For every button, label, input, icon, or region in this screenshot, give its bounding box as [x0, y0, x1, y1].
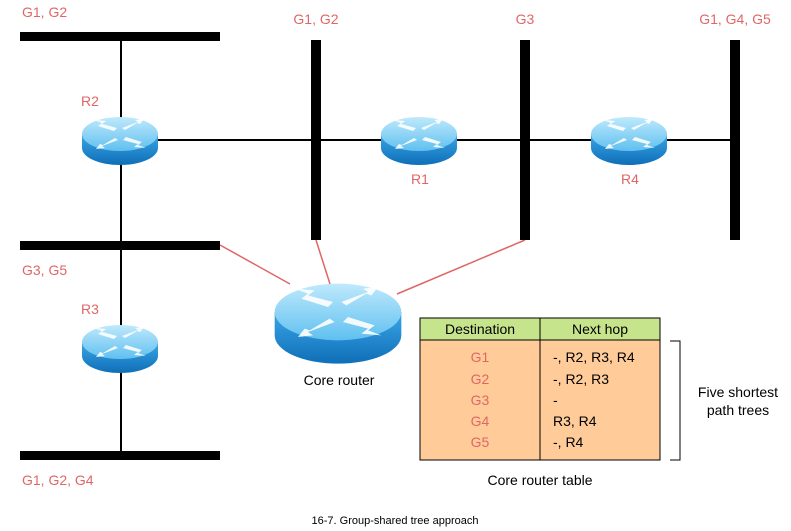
router-label-r4: R4 [621, 171, 639, 187]
table-bracket [670, 340, 681, 461]
table-cell-hop: -, R2, R3 [553, 371, 609, 387]
router-icon-r3 [82, 325, 158, 373]
annotation-line-2: path trees [707, 402, 769, 418]
network-v2 [520, 40, 530, 240]
network-top-left [20, 32, 220, 41]
table-title: Core router table [487, 472, 592, 488]
table-cell-dest: G4 [471, 413, 490, 429]
table-cell-hop: - [553, 392, 558, 408]
network-v3 [730, 40, 740, 240]
link-core-net-v2 [396, 239, 526, 295]
table-cell-dest: G2 [471, 371, 490, 387]
table-header-next-hop: Next hop [572, 321, 628, 337]
router-label-r1: R1 [411, 171, 429, 187]
router-icon-r1 [381, 117, 457, 165]
router-label-r3: R3 [81, 301, 99, 317]
group-label-top-left: G1, G2 [22, 4, 67, 20]
router-label-core: Core router [304, 372, 375, 388]
networks [20, 32, 740, 460]
group-label-net-v3: G1, G4, G5 [699, 11, 771, 27]
link-core-mid-left [219, 244, 291, 285]
table-cell-dest: G3 [471, 392, 490, 408]
annotation-line-1: Five shortest [698, 384, 778, 400]
router-icon-r4 [591, 117, 667, 165]
network-bottom-left [20, 451, 220, 460]
core-router-table: Destination Next hop G1 -, R2, R3, R4 G2… [419, 317, 661, 461]
table-cell-hop: R3, R4 [553, 413, 597, 429]
table-cell-hop: -, R2, R3, R4 [553, 349, 635, 365]
table-cell-dest: G5 [471, 434, 490, 450]
group-label-net-v2: G3 [516, 11, 535, 27]
table-cell-dest: G1 [471, 349, 490, 365]
table-cell-hop: -, R4 [553, 434, 584, 450]
network-mid-left [20, 241, 220, 250]
group-label-mid-left: G3, G5 [22, 262, 67, 278]
router-icon-r2 [82, 117, 158, 165]
group-label-net-v1: G1, G2 [293, 11, 338, 27]
table-header-destination: Destination [445, 321, 515, 337]
network-v1 [311, 40, 321, 240]
figure-caption: 16-7. Group-shared tree approach [312, 515, 479, 527]
router-icon-core [274, 283, 402, 364]
group-label-bottom-left: G1, G2, G4 [22, 472, 94, 488]
router-label-r2: R2 [81, 93, 99, 109]
link-core-net-v1 [315, 239, 331, 285]
